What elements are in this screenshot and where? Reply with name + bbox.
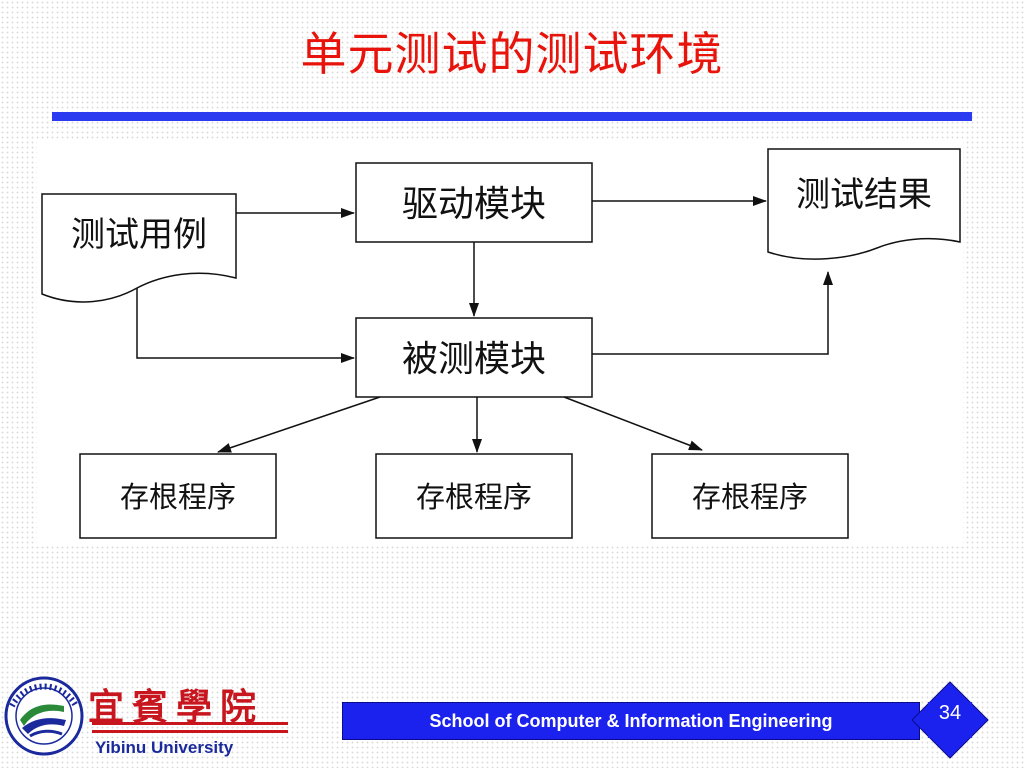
stub-label-3: 存根程序 bbox=[692, 480, 808, 514]
university-name-en: Yibinu University bbox=[95, 738, 234, 757]
page-number: 34 bbox=[938, 702, 962, 724]
arrow-module-to-result bbox=[592, 271, 833, 355]
stub-box-1 bbox=[79, 453, 277, 539]
driver-module-box bbox=[355, 162, 593, 243]
test-environment-diagram: 测试用例 驱动模块 测试结果 被测模块 存根程序 存根程序 存根程序 bbox=[37, 140, 963, 546]
arrow-module-to-stub-3 bbox=[563, 396, 703, 451]
school-name: School of Computer & Information Enginee… bbox=[429, 710, 833, 731]
logo-rule-bottom bbox=[92, 730, 288, 733]
test-case-document bbox=[41, 193, 237, 303]
stub-label-2: 存根程序 bbox=[416, 480, 532, 514]
stub-label-1: 存根程序 bbox=[120, 480, 236, 514]
arrow-testcase-to-module bbox=[136, 288, 355, 363]
test-result-document bbox=[767, 148, 961, 260]
module-under-test-box bbox=[355, 317, 593, 398]
university-name-cn: 宜賓學院 bbox=[88, 686, 265, 728]
stub-box-3 bbox=[651, 453, 849, 539]
stub-box-2 bbox=[375, 453, 573, 539]
logo-rule-top bbox=[92, 722, 288, 725]
test-result-label: 测试结果 bbox=[796, 175, 932, 215]
module-under-test-label: 被测模块 bbox=[402, 339, 546, 380]
title-underline bbox=[52, 112, 972, 121]
university-seal bbox=[4, 676, 84, 756]
diagram-canvas: 测试用例 驱动模块 测试结果 被测模块 存根程序 存根程序 存根程序 bbox=[41, 148, 961, 539]
test-case-label: 测试用例 bbox=[71, 215, 207, 255]
school-banner: School of Computer & Information Enginee… bbox=[342, 702, 920, 740]
driver-module-label: 驱动模块 bbox=[402, 184, 546, 225]
slide-title: 单元测试的测试环境 bbox=[300, 27, 724, 81]
page-badge-icon bbox=[911, 681, 989, 759]
arrow-module-to-stub-1 bbox=[217, 396, 381, 453]
